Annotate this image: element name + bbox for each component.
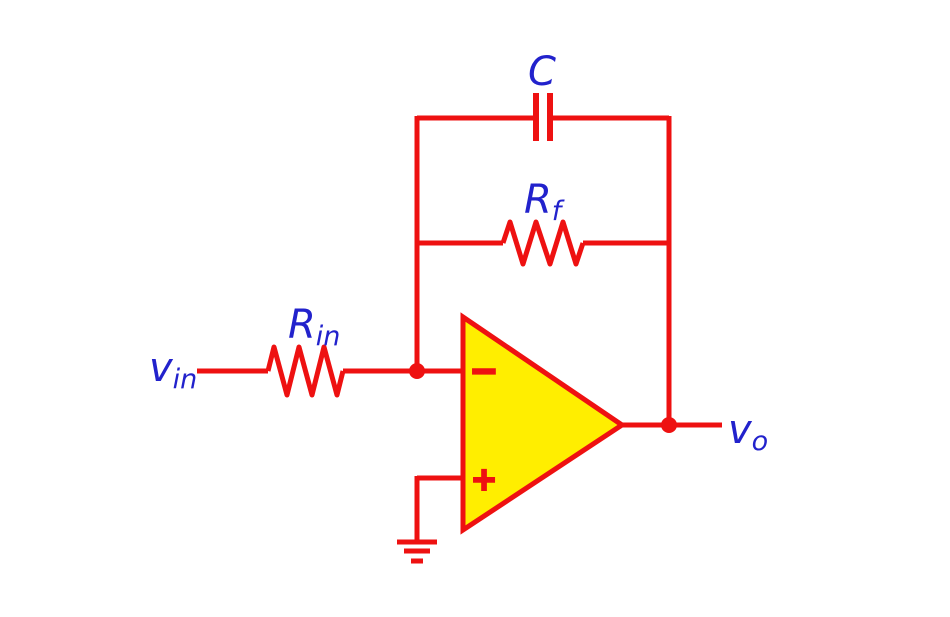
feedback-resistor-label: Rf: [524, 177, 565, 227]
input-branch: vin Rin: [149, 302, 463, 398]
input-resistor-label: Rin: [288, 302, 340, 352]
opamp-noninverting-sign: +: [471, 460, 498, 498]
opamp-inverting-sign: −: [470, 351, 499, 391]
capacitor-icon: [533, 93, 553, 141]
output-voltage-label: vo: [728, 407, 768, 457]
capacitor-label: C: [528, 49, 556, 95]
ground-icon: [397, 539, 437, 564]
capacitor-branch: C: [417, 49, 669, 141]
input-voltage-label: vin: [149, 345, 197, 395]
output-branch: vo: [622, 407, 768, 457]
junction-dot-inverting: [409, 363, 425, 379]
ground-branch: [397, 475, 463, 564]
feedback-resistor-branch: Rf: [417, 177, 669, 267]
junction-dot-output: [661, 417, 677, 433]
feedback-resistor-icon: [500, 219, 586, 267]
input-resistor-icon: [265, 344, 346, 398]
opamp: − +: [460, 312, 627, 535]
opamp-body: [460, 312, 627, 535]
